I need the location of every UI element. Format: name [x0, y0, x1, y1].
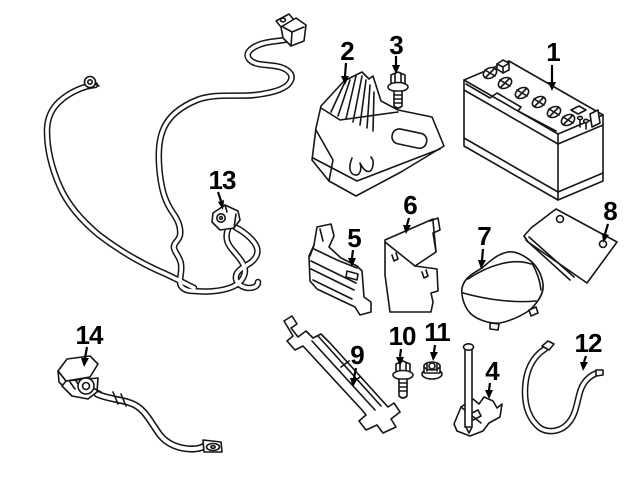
callout-arrow-14	[81, 346, 89, 367]
part-13-positive-battery-cable	[43, 13, 307, 295]
callout-label-6: 6	[403, 190, 418, 220]
callout-label-12: 12	[574, 328, 603, 358]
battery-terminal-post	[496, 59, 510, 74]
callout-arrow-3	[392, 56, 400, 74]
callout-arrows	[81, 56, 610, 399]
callout-arrow-9	[350, 367, 358, 387]
part-14-negative-battery-cable-with-sensor	[57, 355, 223, 453]
callout-arrow-5	[348, 249, 356, 267]
part-5-side-bracket	[308, 223, 372, 316]
battery-vent-caps	[482, 66, 576, 127]
callout-arrow-6	[403, 217, 411, 234]
callout-arrow-1	[548, 65, 556, 91]
callout-arrow-13	[216, 191, 224, 210]
callout-label-11: 11	[424, 317, 450, 347]
callout-label-3: 3	[389, 30, 404, 60]
callout-label-8: 8	[603, 196, 618, 226]
callout-label-10: 10	[388, 321, 417, 351]
callout-arrow-10	[396, 348, 404, 366]
part-6-corner-bracket	[384, 217, 441, 313]
part-4-hold-down-rod	[453, 342, 503, 437]
callout-label-4: 4	[485, 356, 500, 386]
callout-arrow-11	[430, 344, 438, 361]
part-10-flange-bolt	[392, 360, 414, 399]
part-1-battery	[463, 59, 604, 201]
part-11-flange-nut	[421, 361, 443, 380]
callout-label-14: 14	[75, 320, 104, 350]
battery-side-fittings	[570, 105, 601, 130]
callout-label-13: 13	[208, 165, 237, 195]
part-9-support-bracket	[283, 315, 401, 434]
part-3-flange-bolt	[387, 71, 409, 109]
part-2-battery-tray	[311, 71, 445, 197]
callout-label-5: 5	[347, 223, 362, 253]
battery-sensor	[57, 355, 102, 400]
part-12-vent-hose	[521, 340, 604, 435]
part-8-mount-plate	[523, 208, 618, 284]
callout-arrow-2	[341, 62, 349, 85]
callout-label-9: 9	[350, 340, 365, 370]
callout-label-1: 1	[546, 37, 561, 67]
callout-arrow-8	[602, 223, 610, 243]
callout-label-2: 2	[340, 36, 355, 66]
battery-terminal-clamp	[275, 13, 307, 47]
cable-connector	[211, 204, 241, 231]
callout-arrow-4	[485, 382, 493, 399]
callout-arrow-7	[478, 248, 486, 269]
ring-terminal	[83, 75, 100, 89]
part-7-battery-cover	[461, 251, 544, 331]
ring-terminal	[202, 439, 223, 453]
callout-label-7: 7	[477, 221, 492, 251]
callout-arrow-12	[580, 355, 588, 371]
